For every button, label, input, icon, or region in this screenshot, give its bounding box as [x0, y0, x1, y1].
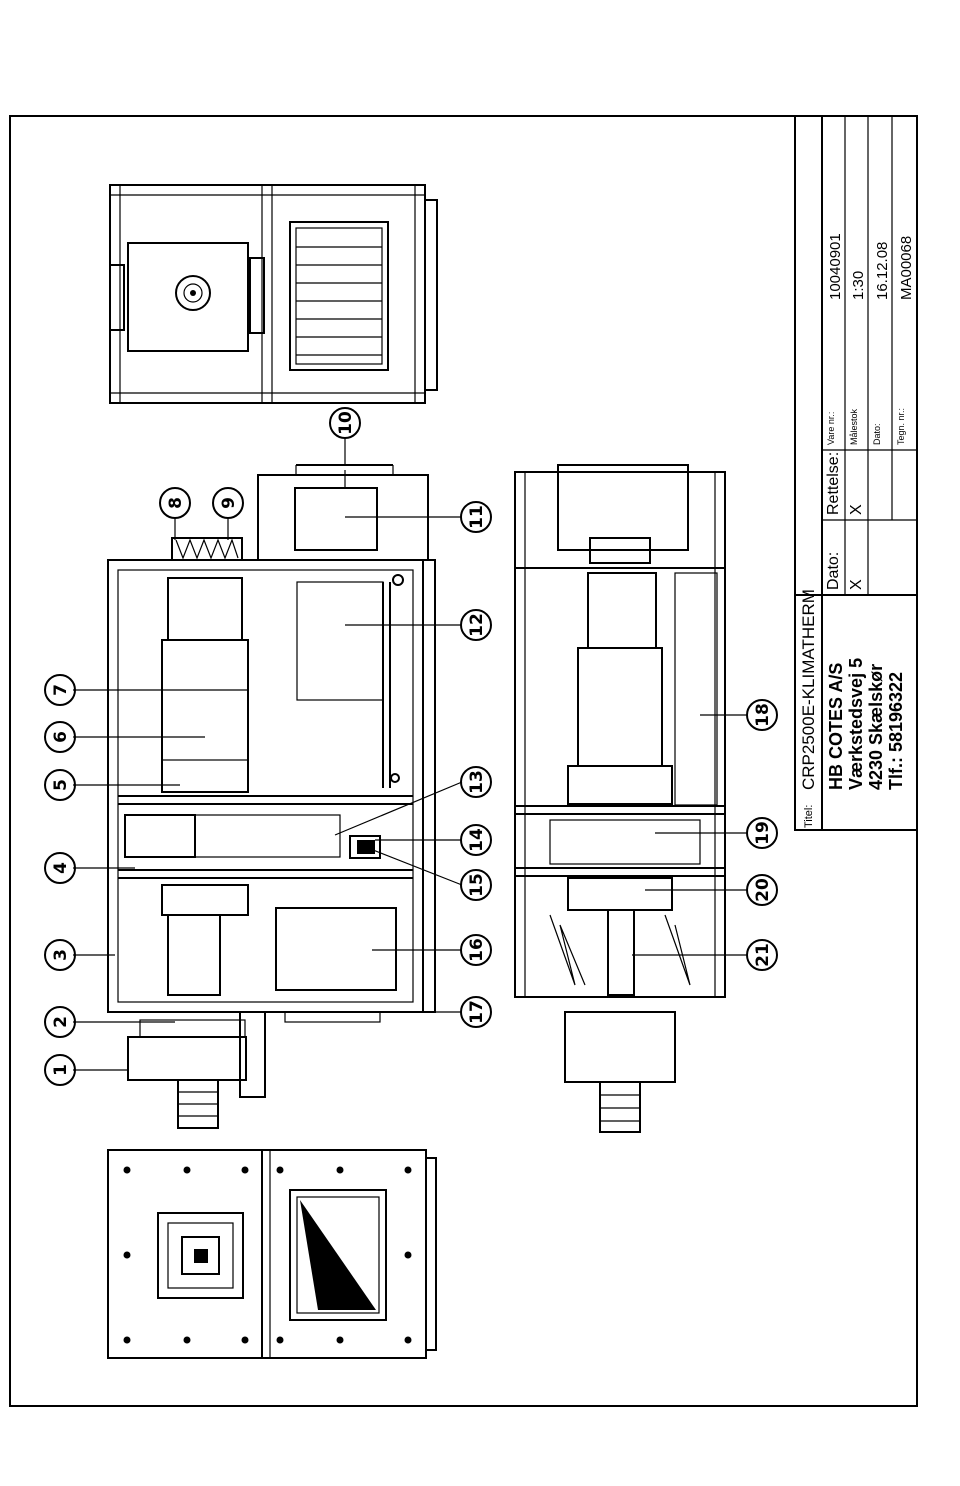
svg-text:18: 18 [753, 703, 773, 727]
drawing-title: CRP2500E-KLIMATHERM [799, 589, 818, 790]
tegn-label: Tegn. nr.: [896, 408, 906, 445]
drawing-frame [9, 115, 918, 1407]
callout-8: 8 [159, 487, 191, 519]
rettelse-header: Rettelse: [825, 452, 842, 515]
callout-21: 21 [746, 939, 778, 971]
svg-text:4: 4 [51, 862, 71, 874]
title-label: Titel: [803, 805, 815, 828]
tegn-value: MA00068 [898, 236, 915, 300]
dato-value: X [848, 579, 865, 590]
callout-13: 13 [460, 766, 492, 798]
svg-text:12: 12 [467, 613, 487, 637]
bottom-end-view [107, 1149, 437, 1359]
callout-6: 6 [44, 721, 76, 753]
callout-5: 5 [44, 769, 76, 801]
svg-text:19: 19 [753, 821, 773, 845]
callout-9: 9 [212, 487, 244, 519]
dato-header: Dato: [825, 552, 842, 590]
svg-text:17: 17 [467, 1000, 487, 1024]
callout-15: 15 [460, 869, 492, 901]
svg-text:3: 3 [51, 949, 71, 961]
callout-10: 10 [329, 407, 361, 439]
dato2-label: Dato: [872, 423, 882, 445]
callout-12: 12 [460, 609, 492, 641]
dato2-value: 16.12.08 [874, 242, 891, 300]
company-city: 4230 Skælskør [866, 664, 886, 790]
company-name: HB COTES A/S [826, 663, 846, 790]
rettelse-value: X [848, 504, 865, 515]
svg-text:7: 7 [51, 684, 71, 696]
svg-text:10: 10 [336, 411, 356, 435]
svg-text:2: 2 [51, 1016, 71, 1028]
callout-20: 20 [746, 874, 778, 906]
svg-text:6: 6 [51, 731, 71, 743]
svg-text:5: 5 [51, 779, 71, 791]
top-end-view [109, 184, 438, 404]
callout-markers: 1 2 3 4 5 6 7 8 9 10 11 12 13 14 15 16 1… [44, 407, 778, 1086]
callout-3: 3 [44, 939, 76, 971]
svg-text:1: 1 [51, 1064, 71, 1076]
svg-text:15: 15 [467, 873, 487, 897]
title-block: Titel: CRP2500E-KLIMATHERM HB COTES A/S … [794, 115, 918, 831]
malestok-label: Målestok [849, 408, 859, 445]
svg-text:16: 16 [467, 938, 487, 962]
callout-7: 7 [44, 674, 76, 706]
svg-text:11: 11 [467, 505, 487, 529]
svg-text:8: 8 [166, 497, 186, 509]
callout-18: 18 [746, 699, 778, 731]
svg-text:9: 9 [219, 497, 239, 509]
malestok-value: 1:30 [850, 271, 867, 300]
callout-2: 2 [44, 1006, 76, 1038]
callout-1: 1 [44, 1054, 76, 1086]
svg-text:20: 20 [753, 878, 773, 902]
svg-text:14: 14 [467, 828, 487, 852]
vare-label: Vare nr.: [826, 412, 836, 445]
main-side-view [107, 464, 436, 1129]
callout-11: 11 [460, 501, 492, 533]
second-side-view [514, 464, 726, 1133]
svg-text:21: 21 [753, 943, 773, 967]
callout-16: 16 [460, 934, 492, 966]
callout-leaders [73, 438, 748, 1071]
callout-19: 19 [746, 817, 778, 849]
company-phone: Tlf.: 58196322 [886, 672, 906, 790]
vare-value: 10040901 [827, 233, 844, 300]
svg-text:13: 13 [467, 770, 487, 794]
callout-4: 4 [44, 852, 76, 884]
callout-17: 17 [460, 996, 492, 1028]
callout-14: 14 [460, 824, 492, 856]
company-street: Værkstedsvej 5 [846, 658, 866, 790]
fan-icon [175, 275, 211, 311]
